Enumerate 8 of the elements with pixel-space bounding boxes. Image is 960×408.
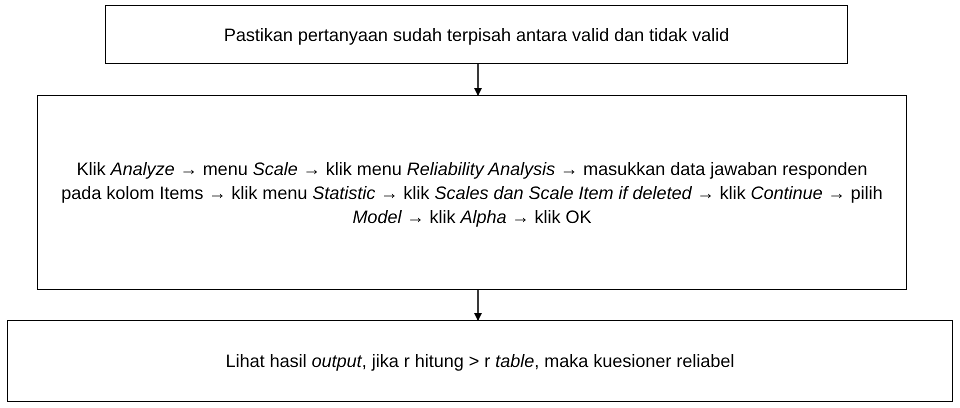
process-box bbox=[37, 95, 907, 290]
box-text: Klik Analyze → menu Scale → klik menu Reliability Analysis → masukkan data jawaban responden pada kolom Items → klik menu Statistic → klik Scales dan Scale Item if deleted → klik Continue → pilih Model → klik Alpha → klik OK bbox=[60, 158, 884, 228]
process-box bbox=[7, 320, 953, 402]
arrow bbox=[474, 64, 482, 96]
box-text: Lihat hasil output, jika r hitung > r table, maka kuesioner reliabel bbox=[226, 350, 734, 373]
box-text: Pastikan pertanyaan sudah terpisah antara valid dan tidak valid bbox=[224, 24, 730, 46]
process-box bbox=[105, 5, 848, 64]
arrow bbox=[474, 290, 482, 321]
